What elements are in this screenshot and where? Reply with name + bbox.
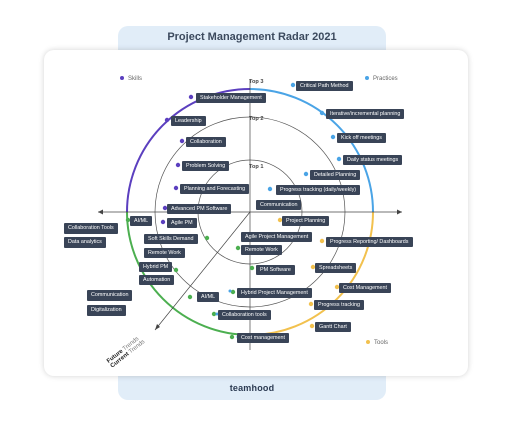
legend-skills: Skills <box>120 76 142 82</box>
node-hybrid-pm: Hybrid PM <box>139 262 173 272</box>
practices-dot-icon <box>365 76 369 81</box>
node-iterative: Iterative/incremental planning <box>326 109 405 119</box>
practices-arc <box>249 88 374 213</box>
node-cost-mgmt-1: Cost Management <box>339 283 392 293</box>
node-collab-tools: Collaboration Tools <box>64 223 118 234</box>
skills-dot-icon <box>120 76 124 81</box>
node-advanced-pm: Advanced PM Software <box>167 204 232 214</box>
node-agile-pm: Agile PM <box>167 218 197 228</box>
legend-practices: Practices <box>365 76 398 82</box>
node-problem-solving: Problem Solving <box>182 161 230 171</box>
node-progress-tracking: Progress tracking <box>314 300 364 310</box>
node-kickoff: Kick off meetings <box>337 133 386 143</box>
page-title: Project Management Radar 2021 <box>167 31 337 43</box>
ring-label-top1: Top 1 <box>249 164 264 170</box>
node-hybrid-project-mgmt: Hybrid Project Management <box>237 288 312 298</box>
node-critical-path: Critical Path Method <box>296 81 353 91</box>
ring-label-top3: Top 3 <box>249 79 264 85</box>
node-ai-ml-1: AI/ML <box>130 216 153 226</box>
trend-diagonal <box>154 211 251 331</box>
node-ai-ml-2: AI/ML <box>197 292 220 302</box>
node-soft-skills: Soft Skills Demand <box>144 234 198 244</box>
node-daily-status: Daily status meetings <box>343 155 403 165</box>
node-cost-mgmt-2: Cost management <box>237 333 290 343</box>
node-remote-work-2: Remote Work <box>241 245 282 255</box>
legend-tools: Tools <box>366 340 388 346</box>
node-progress-reporting: Progress Reporting/ Dashboards <box>326 237 413 247</box>
node-communication: Communication <box>256 200 302 210</box>
node-spreadsheets: Spreadsheets <box>315 263 357 273</box>
node-agile-project-mgmt: Agile Project Management <box>241 232 313 242</box>
node-collaboration: Collaboration <box>186 137 226 147</box>
node-pm-software: PM Software <box>256 265 295 275</box>
node-leadership: Leadership <box>171 116 206 126</box>
node-progress-tracking-daily: Progress tracking (daily/weekly) <box>276 185 361 195</box>
ring-label-top2: Top 2 <box>249 116 264 122</box>
node-planning-forecasting: Planning and Forecasting <box>180 184 250 194</box>
node-gantt: Gantt Chart <box>315 322 351 332</box>
tools-dot-icon <box>366 340 370 345</box>
skills-arc <box>126 88 251 213</box>
node-collab-tools-2: Collaboration tools <box>218 310 271 320</box>
node-data-analytics: Data analytics <box>64 237 106 248</box>
node-remote-work-1: Remote Work <box>144 248 185 258</box>
node-stakeholder: Stakeholder Management <box>196 93 266 103</box>
trends-arc <box>126 211 251 336</box>
node-communication-2: Communication <box>87 290 133 301</box>
node-automation: Automation <box>139 275 175 285</box>
node-detailed-planning: Detailed Planning <box>310 170 361 180</box>
footer-brand: teamhood <box>229 383 275 393</box>
node-project-planning: Project Planning <box>282 216 330 226</box>
node-digitalization: Digitalization <box>87 305 126 316</box>
